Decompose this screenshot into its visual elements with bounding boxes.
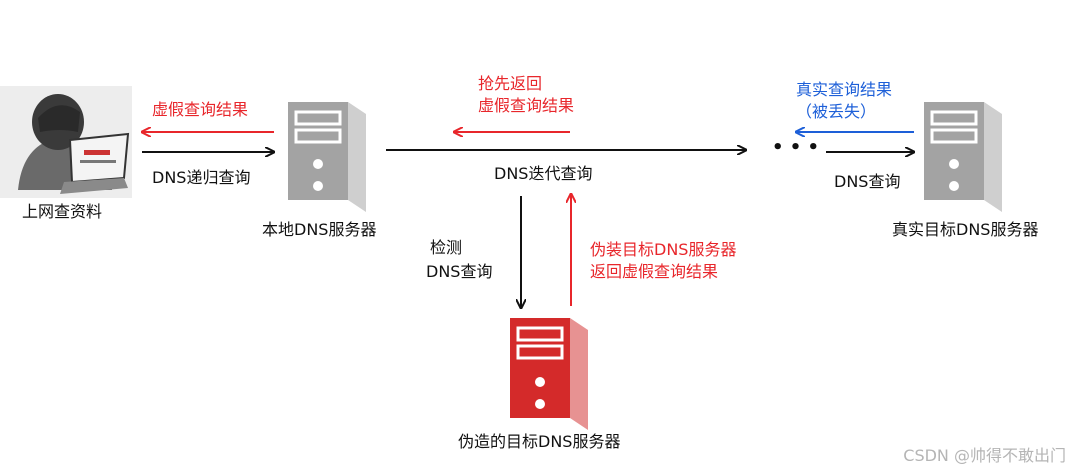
real-dns-server-icon (924, 102, 1002, 212)
label-fake-return-line2: 返回虚假查询结果 (590, 262, 719, 281)
label-detect-line1: 检测 (430, 238, 463, 257)
label-fake-return-line1: 伪装目标DNS服务器 (590, 240, 737, 259)
label-dns-query-right: DNS查询 (834, 172, 901, 191)
label-iterative: DNS迭代查询 (494, 164, 593, 183)
label-fake-to-user: 虚假查询结果 (152, 100, 249, 119)
node-label-fake-dns: 伪造的目标DNS服务器 (458, 432, 621, 451)
node-label-real-dns: 真实目标DNS服务器 (892, 220, 1039, 239)
label-real-result-line1: 真实查询结果 (796, 80, 893, 99)
label-preempt-line2: 虚假查询结果 (478, 96, 575, 115)
label-preempt-line1: 抢先返回 (478, 74, 543, 93)
local-dns-server-icon (288, 102, 366, 212)
fake-dns-server-icon (510, 318, 588, 430)
node-label-user: 上网查资料 (22, 202, 103, 221)
label-user-to-local: DNS递归查询 (152, 168, 251, 187)
label-real-result-line2: （被丢失） (796, 102, 877, 121)
node-label-local-dns: 本地DNS服务器 (262, 220, 377, 239)
watermark: CSDN @帅得不敢出门 (903, 446, 1066, 465)
label-detect-line2: DNS查询 (426, 262, 493, 281)
ellipsis-dots: • • • (772, 137, 820, 158)
user-at-laptop-icon (0, 86, 132, 198)
